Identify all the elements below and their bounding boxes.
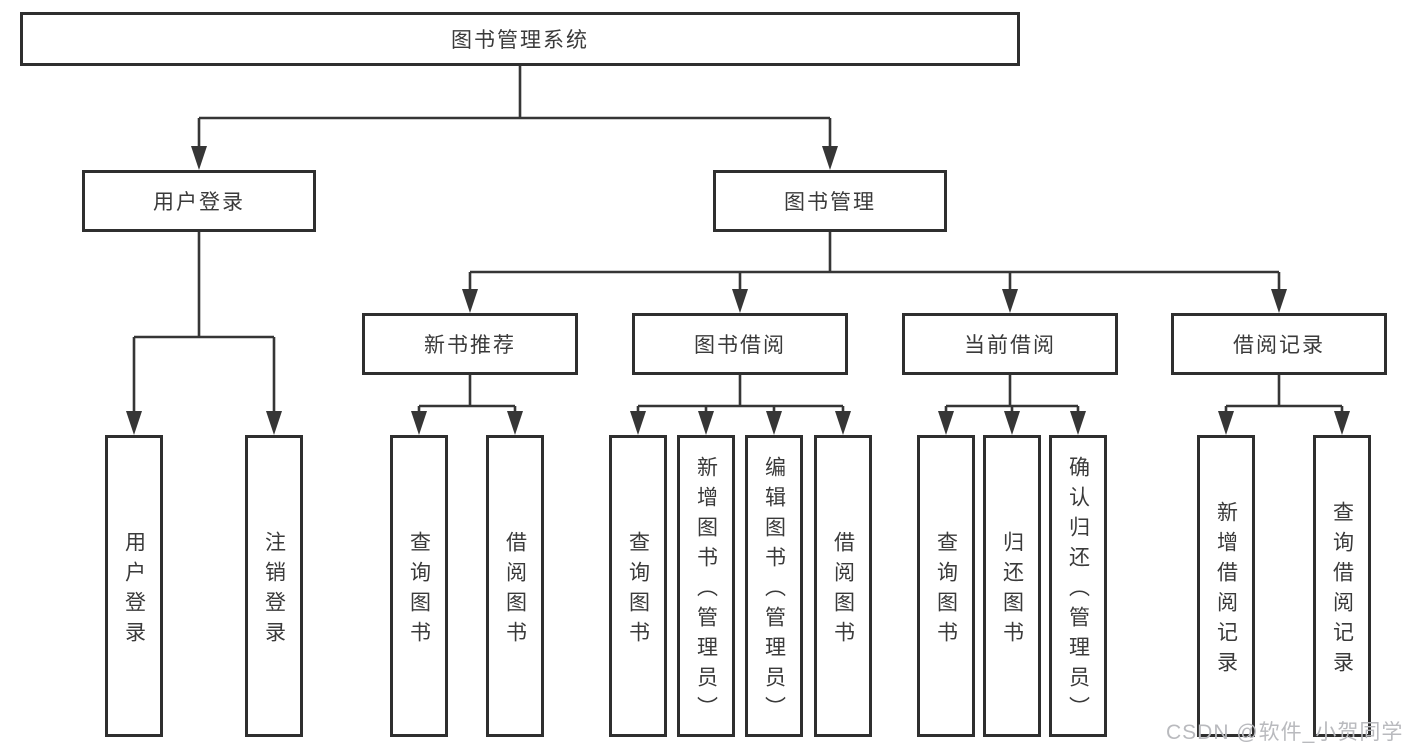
leaf-label: 新增借阅记录 bbox=[1214, 500, 1238, 681]
leaf-label: 用户登录 bbox=[122, 530, 146, 651]
node-book-mgmt: 图书管理 bbox=[713, 170, 947, 232]
leaf-query-book-current: 查询图书 bbox=[917, 435, 975, 737]
leaf-borrow-book-rec: 借阅图书 bbox=[486, 435, 544, 737]
arrowhead bbox=[1218, 411, 1234, 435]
arrowhead bbox=[507, 411, 523, 435]
leaf-confirm-return-admin: 确认归还（管理员） bbox=[1049, 435, 1107, 737]
node-new-book-rec: 新书推荐 bbox=[362, 313, 578, 375]
leaf-borrow-book: 借阅图书 bbox=[814, 435, 872, 737]
leaf-logout: 注销登录 bbox=[245, 435, 303, 737]
leaf-label: 查询借阅记录 bbox=[1330, 500, 1354, 681]
leaf-query-book-rec: 查询图书 bbox=[390, 435, 448, 737]
arrowhead bbox=[191, 146, 207, 170]
connector-user-login bbox=[126, 232, 282, 435]
arrowhead bbox=[266, 411, 282, 435]
arrowhead bbox=[411, 411, 427, 435]
node-book-borrow: 图书借阅 bbox=[632, 313, 848, 375]
csdn-watermark: CSDN @软件_小贺同学 bbox=[1166, 721, 1404, 744]
leaf-return-book: 归还图书 bbox=[983, 435, 1041, 737]
leaf-query-borrow-record: 查询借阅记录 bbox=[1313, 435, 1371, 737]
node-current-borrow: 当前借阅 bbox=[902, 313, 1118, 375]
arrowhead bbox=[630, 411, 646, 435]
connector-root-to-level1 bbox=[191, 66, 838, 170]
arrowhead bbox=[766, 411, 782, 435]
arrowhead bbox=[1334, 411, 1350, 435]
leaf-add-borrow-record: 新增借阅记录 bbox=[1197, 435, 1255, 737]
arrowhead bbox=[1070, 411, 1086, 435]
arrowhead bbox=[1002, 289, 1018, 313]
leaf-label: 查询图书 bbox=[934, 530, 958, 651]
node-user-login: 用户登录 bbox=[82, 170, 316, 232]
arrowhead bbox=[938, 411, 954, 435]
connector-book-borrow bbox=[630, 375, 851, 435]
node-root: 图书管理系统 bbox=[20, 12, 1020, 66]
leaf-label: 新增图书（管理员） bbox=[694, 455, 718, 726]
leaf-label: 归还图书 bbox=[1000, 530, 1024, 651]
arrowhead bbox=[126, 411, 142, 435]
leaf-user-login: 用户登录 bbox=[105, 435, 163, 737]
arrowhead bbox=[835, 411, 851, 435]
leaf-label: 借阅图书 bbox=[503, 530, 527, 651]
leaf-label: 编辑图书（管理员） bbox=[762, 455, 786, 726]
arrowhead bbox=[1004, 411, 1020, 435]
arrowhead bbox=[462, 289, 478, 313]
connector-book-mgmt bbox=[462, 232, 1287, 313]
arrowhead bbox=[1271, 289, 1287, 313]
leaf-label: 借阅图书 bbox=[831, 530, 855, 651]
leaf-query-book-borrow: 查询图书 bbox=[609, 435, 667, 737]
node-borrow-records: 借阅记录 bbox=[1171, 313, 1387, 375]
connector-borrow-records bbox=[1218, 375, 1350, 435]
leaf-label: 查询图书 bbox=[626, 530, 650, 651]
arrowhead bbox=[822, 146, 838, 170]
arrowhead bbox=[732, 289, 748, 313]
leaf-edit-book-admin: 编辑图书（管理员） bbox=[745, 435, 803, 737]
leaf-label: 注销登录 bbox=[262, 530, 286, 651]
leaf-add-book-admin: 新增图书（管理员） bbox=[677, 435, 735, 737]
connector-new-book-rec bbox=[411, 375, 523, 435]
leaf-label: 确认归还（管理员） bbox=[1066, 455, 1090, 726]
connector-current-borrow bbox=[938, 375, 1086, 435]
arrowhead bbox=[698, 411, 714, 435]
leaf-label: 查询图书 bbox=[407, 530, 431, 651]
